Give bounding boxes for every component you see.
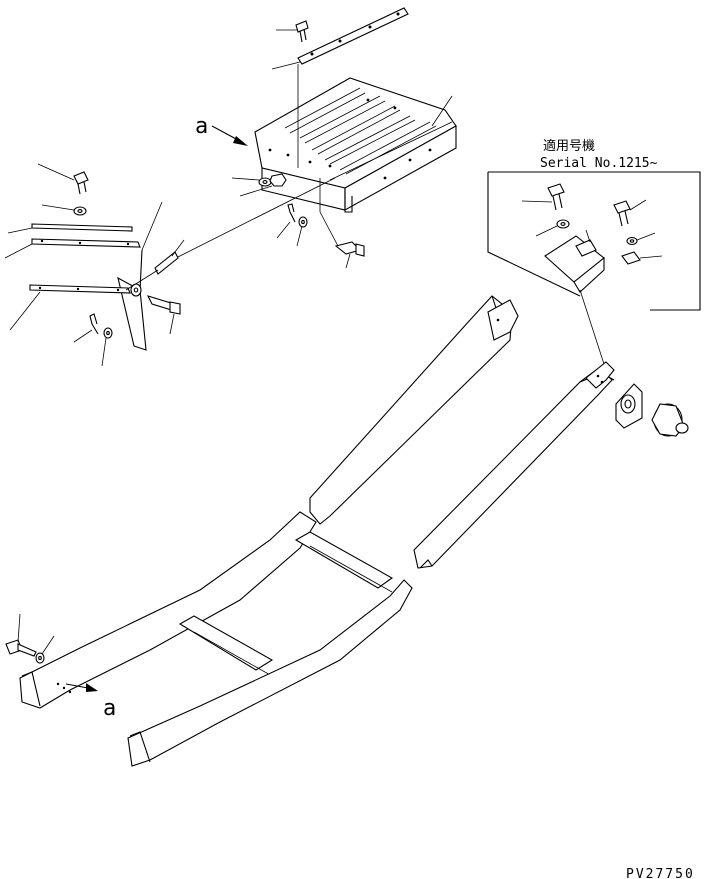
left-rail-front: [19, 511, 317, 709]
serial-bolt-right: [613, 199, 647, 227]
cross-member-upper: [294, 531, 394, 593]
mount-flange: [615, 383, 643, 429]
drawing-number: PV27750: [626, 867, 695, 879]
front-bolt: [5, 613, 37, 657]
bracket-vertical: [117, 201, 163, 351]
serial-washer-right: [626, 232, 656, 246]
serial-title-label: 適用号機: [543, 138, 595, 154]
right-rail-front: [127, 579, 413, 767]
cross-member-lower: [178, 615, 274, 677]
right-rail-rear: [413, 361, 615, 569]
step-plate: [254, 77, 457, 213]
washer-left-top: [41, 204, 87, 216]
cotter-pin-center: [276, 203, 296, 239]
bolt-left-top: [37, 163, 89, 195]
serial-frame: [487, 171, 701, 311]
strip-left-3: [9, 284, 131, 331]
top-bolt: [276, 20, 309, 43]
serial-bolt-left: [521, 183, 565, 211]
ref-label-a-bottom: a: [103, 696, 116, 721]
front-washer: [35, 635, 55, 664]
cotter-pin-left: [73, 313, 99, 343]
serial-range-label: Serial No.1215~: [540, 156, 658, 171]
bushing-assembly: [651, 403, 689, 437]
left-rail-rear: [309, 295, 519, 525]
strip-left-2: [4, 238, 141, 259]
pin-spring-left: [154, 239, 185, 275]
pin-center: [319, 178, 365, 269]
serial-leader: [579, 289, 605, 365]
washer-center: [296, 216, 308, 247]
washer-step: [231, 177, 272, 187]
ref-label-a-top: a: [195, 114, 208, 139]
strip-left-1: [7, 223, 133, 234]
washer-left-bottom: [101, 327, 113, 367]
serial-washer-left: [535, 219, 570, 237]
bolt-bracket-right: [146, 295, 181, 335]
ref-arrow-bottom: [65, 683, 98, 692]
serial-pad: [621, 251, 663, 265]
top-strip-plate: [271, 7, 409, 70]
serial-bracket-block: [544, 229, 605, 293]
assembly-leader-line: [167, 177, 336, 263]
nut-step: [239, 173, 287, 197]
ref-arrow-top: [211, 125, 248, 146]
